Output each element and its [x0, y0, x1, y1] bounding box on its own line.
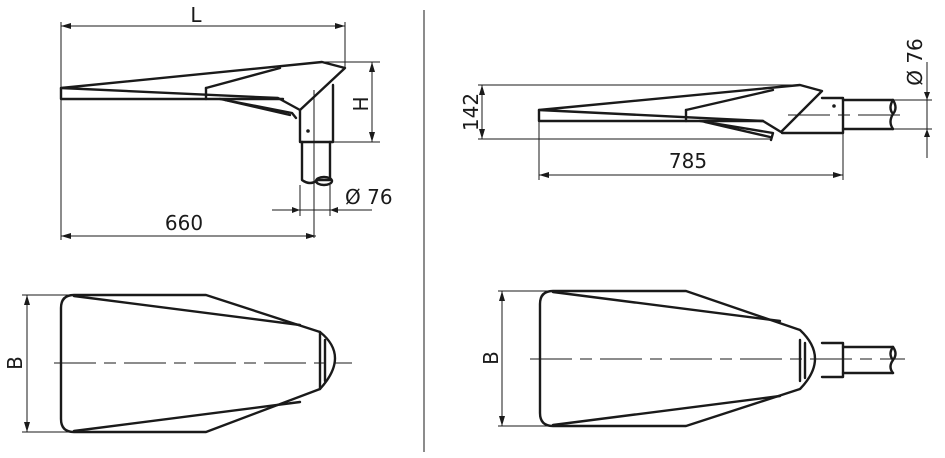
dim-label-pipe-diameter: Ø 76	[345, 185, 393, 209]
dim-label-142: 142	[459, 93, 483, 131]
dim-label-660: 660	[165, 211, 203, 235]
dim-label-pipe-diameter-2: Ø 76	[903, 38, 927, 86]
post-top-elevation-view: 142 785 Ø 76	[459, 38, 932, 180]
side-mount-elevation-view: L H Ø 76 660	[59, 3, 393, 240]
dim-label-L: L	[190, 3, 202, 27]
post-top-plan-view: B	[479, 289, 905, 428]
side-mount-plan-view: B	[3, 293, 352, 434]
dim-label-B-2: B	[479, 351, 503, 365]
dim-label-H: H	[349, 96, 373, 111]
dim-label-785: 785	[669, 149, 707, 173]
dim-label-B: B	[3, 356, 27, 370]
